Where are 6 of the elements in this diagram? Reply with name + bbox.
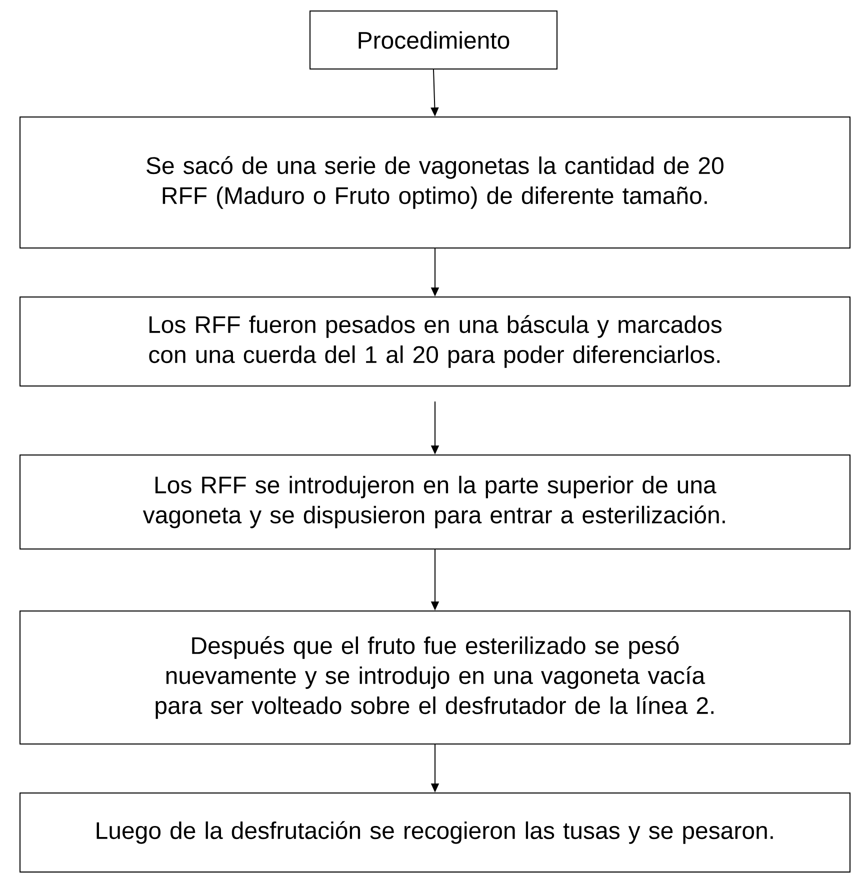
process-box: Se sacó de una serie de vagonetas la cantidad de 20 RFF (Maduro o Fruto optimo) de diferente tamaño. [20,116,850,248]
process-box: Los RFF se introdujeron en la parte superior de una vagoneta y se dispusieron para entrar a esterilización. [20,454,850,550]
title-box: Procedimiento [310,10,558,70]
process-box: Los RFF fueron pesados en una báscula y marcados con una cuerda del 1 al 20 para poder diferenciarlos. [20,296,850,386]
process-box: Después que el fruto fue esterilizado se pesó nuevamente y se introdujo en una vagoneta vacía para ser volteado sobre el desfrutador de la línea 2. [20,610,850,744]
process-box: Luego de la desfrutación se recogieron las tusas y se pesaron. [20,792,850,872]
